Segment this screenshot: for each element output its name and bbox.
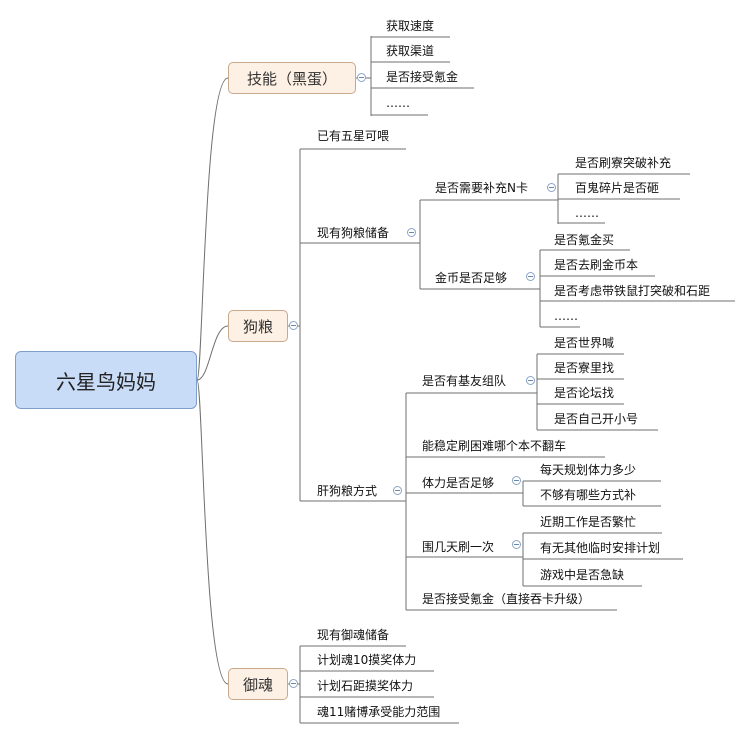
skill-item[interactable]: …… xyxy=(386,96,410,110)
root-node[interactable]: 六星鸟妈妈 xyxy=(15,351,197,409)
skill-item[interactable]: 是否接受氪金 xyxy=(386,70,459,84)
branch-dogfood[interactable]: 狗粮 xyxy=(228,310,288,342)
collapse-skill-icon[interactable] xyxy=(357,73,366,82)
collapse-need-n-card-icon[interactable] xyxy=(547,183,556,192)
friends-team-node[interactable]: 是否有基友组队 xyxy=(422,374,507,388)
gold-enough-item[interactable]: …… xyxy=(554,309,578,323)
collapse-friends-team-icon[interactable] xyxy=(526,376,535,385)
pay-for-stars-node[interactable]: 是否接受氪金（直接吞卡升级） xyxy=(422,592,591,606)
every-few-days-node[interactable]: 围几天刷一次 xyxy=(422,540,495,554)
stamina-enough-node[interactable]: 体力是否足够 xyxy=(422,476,495,490)
skill-item[interactable]: 获取速度 xyxy=(386,19,435,33)
branch-soul[interactable]: 御魂 xyxy=(228,668,288,700)
collapse-every-few-days-icon[interactable] xyxy=(512,540,521,549)
branch-skill[interactable]: 技能（黑蛋） xyxy=(228,62,356,94)
collapse-reserve-icon[interactable] xyxy=(407,228,416,237)
friends-team-item[interactable]: 是否论坛找 xyxy=(554,386,615,400)
existing-five-star-node[interactable]: 已有五星可喂 xyxy=(317,129,390,143)
need-n-card-item[interactable]: …… xyxy=(575,206,599,220)
collapse-gold-enough-icon[interactable] xyxy=(526,272,535,281)
gold-enough-item[interactable]: 是否考虑带铁鼠打突破和石距 xyxy=(554,284,711,298)
every-few-days-item[interactable]: 有无其他临时安排计划 xyxy=(540,541,661,555)
connector-root-soul xyxy=(196,379,229,685)
gold-enough-item[interactable]: 是否去刷金币本 xyxy=(554,258,639,272)
gold-enough-item[interactable]: 是否氪金买 xyxy=(554,233,615,247)
collapse-dogfood-icon[interactable] xyxy=(289,321,298,330)
collapse-soul-icon[interactable] xyxy=(289,679,298,688)
skill-item[interactable]: 获取渠道 xyxy=(386,44,435,58)
farming-node[interactable]: 肝狗粮方式 xyxy=(317,484,378,498)
every-few-days-item[interactable]: 近期工作是否繁忙 xyxy=(540,515,637,529)
gold-enough-node[interactable]: 金币是否足够 xyxy=(435,271,508,285)
stamina-item[interactable]: 不够有哪些方式补 xyxy=(540,488,637,502)
stable-farm-node[interactable]: 能稳定刷困难哪个本不翻车 xyxy=(422,439,567,453)
need-n-card-item[interactable]: 是否刷寮突破补充 xyxy=(575,156,672,170)
soul-item[interactable]: 魂11赌博承受能力范围 xyxy=(317,705,441,719)
connector-root-skill xyxy=(196,77,229,381)
friends-team-item[interactable]: 是否自己开小号 xyxy=(554,412,639,426)
collapse-stamina-icon[interactable] xyxy=(512,476,521,485)
every-few-days-item[interactable]: 游戏中是否急缺 xyxy=(540,568,625,582)
friends-team-item[interactable]: 是否世界喊 xyxy=(554,336,615,350)
stamina-item[interactable]: 每天规划体力多少 xyxy=(540,463,637,477)
need-n-card-item[interactable]: 百鬼碎片是否砸 xyxy=(575,181,660,195)
need-n-card-node[interactable]: 是否需要补充N卡 xyxy=(435,181,528,195)
soul-item[interactable]: 计划魂10摸奖体力 xyxy=(317,653,417,667)
collapse-farming-icon[interactable] xyxy=(393,486,402,495)
connector-root-dogfood xyxy=(196,325,229,381)
soul-item[interactable]: 现有御魂储备 xyxy=(317,628,390,642)
soul-item[interactable]: 计划石距摸奖体力 xyxy=(317,679,414,693)
reserve-node[interactable]: 现有狗粮储备 xyxy=(317,226,390,240)
friends-team-item[interactable]: 是否寮里找 xyxy=(554,361,615,375)
